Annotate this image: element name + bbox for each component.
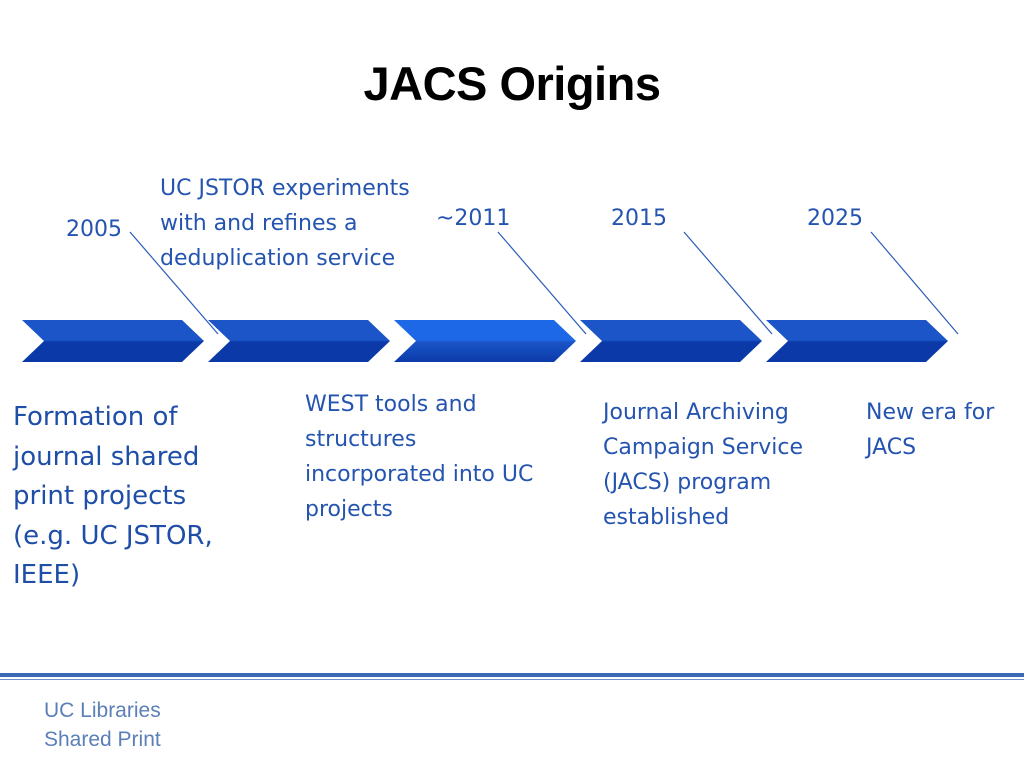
event-description-line: print projects [13, 481, 187, 511]
event-description-line: WEST tools and [305, 392, 477, 417]
logo-line: Shared Print [44, 728, 161, 751]
footer-rule [0, 673, 1024, 677]
event-description-line: (JACS) program [603, 470, 772, 495]
footer-rule-thin [0, 679, 1024, 680]
event-description-2005: Formation of journal shared print projec… [13, 398, 213, 596]
event-description-line: Journal Archiving [603, 400, 789, 425]
callout-line [870, 231, 959, 335]
year-label-2011: ~2011 [436, 206, 511, 231]
slide-title: JACS Origins [363, 57, 661, 110]
callout-line [497, 231, 587, 335]
event-description-line: (e.g. UC JSTOR, [13, 520, 213, 551]
event-description-line: incorporated into UC [305, 462, 534, 487]
logo-line: UC Libraries [44, 699, 161, 722]
event-description-2025: New era for JACS [866, 395, 994, 465]
event-description-2015: Journal Archiving Campaign Service (JACS… [603, 395, 803, 535]
timeline-chevron [22, 320, 204, 362]
timeline-chevron [208, 320, 390, 362]
event-description-uc-jstor: UC JSTOR experiments with and refines a … [160, 171, 410, 276]
timeline-chevron [394, 320, 576, 362]
year-label-2005: 2005 [66, 217, 122, 242]
year-label-2015: 2015 [611, 206, 667, 231]
timeline-chevron [766, 320, 948, 362]
event-description-line: journal shared [13, 441, 200, 472]
event-description-line: Campaign Service [603, 435, 804, 460]
year-label-2025: 2025 [807, 206, 863, 231]
uc-libraries-shared-print-logo: UC Libraries Shared Print [44, 696, 161, 754]
event-description-line: Formation of [13, 402, 178, 432]
event-description-line: deduplication service [160, 246, 396, 271]
callout-line [683, 231, 773, 335]
event-description-line: with and refines a [160, 211, 358, 236]
event-description-line: projects [305, 497, 393, 522]
event-description-line: JACS [866, 435, 917, 460]
event-description-line: UC JSTOR experiments [160, 176, 410, 201]
event-description-line: IEEE) [13, 560, 81, 590]
event-description-line: structures [305, 427, 417, 452]
event-description-line: established [603, 505, 730, 530]
event-description-2011: WEST tools and structures incorporated i… [305, 387, 533, 527]
callout-line [129, 231, 219, 335]
event-description-line: New era for [866, 400, 995, 425]
timeline-chevron [580, 320, 762, 362]
